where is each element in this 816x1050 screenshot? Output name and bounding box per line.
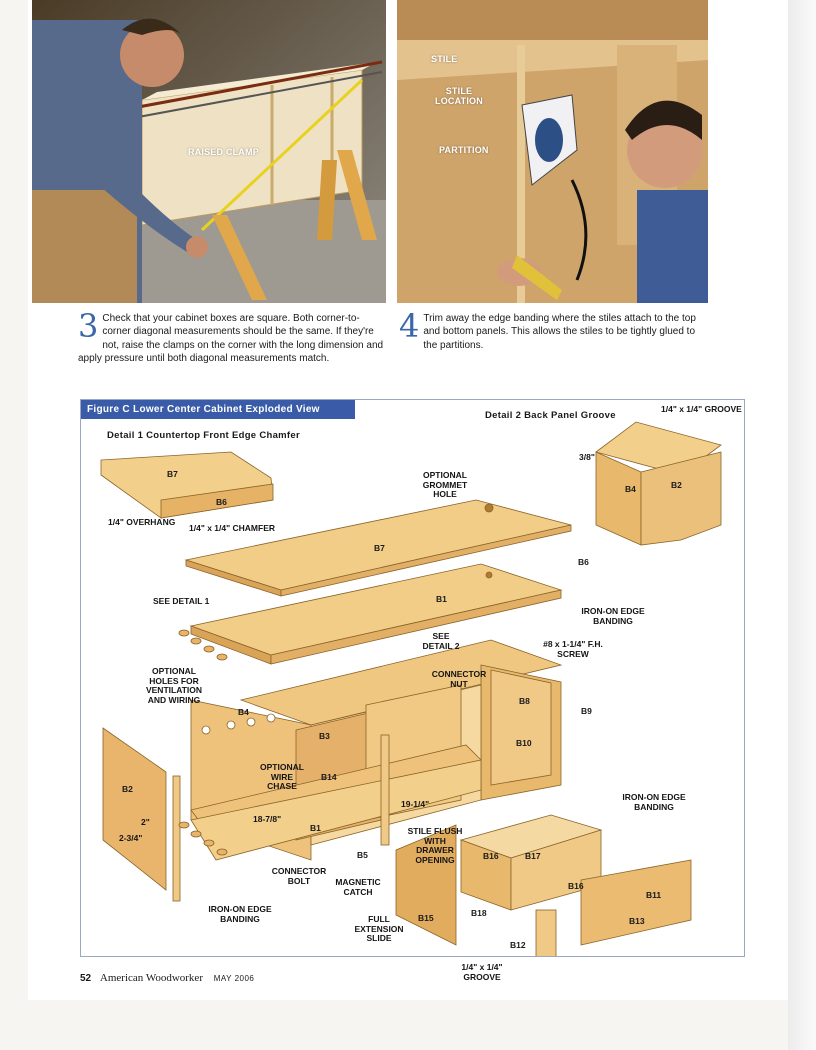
page-edge (788, 0, 816, 1050)
label-full-slide: FULL EXTENSION SLIDE (354, 914, 404, 943)
magazine-name: American Woodworker (99, 972, 203, 984)
label-b1-bottom: B1 (310, 823, 321, 833)
label-b16a: B16 (483, 851, 499, 861)
label-d1-b7: B7 (167, 469, 178, 479)
label-screw: #8 x 1-1/4" F.H. SCREW (543, 639, 603, 659)
detail-2-title: Detail 2 Back Panel Groove (485, 410, 616, 421)
issue-date: MAY 2006 (213, 974, 255, 983)
label-b14: B14 (321, 772, 337, 782)
label-iron-on-1: IRON-ON EDGE BANDING (581, 606, 645, 626)
label-connector-nut: CONNECTOR NUT (431, 669, 487, 689)
label-stile-flush: STILE FLUSH WITH DRAWER OPENING (407, 826, 463, 865)
label-see-detail-1: SEE DETAIL 1 (153, 596, 210, 606)
label-dim-2-3-4: 2-3/4" (119, 833, 143, 843)
callout-stile: STILE (431, 54, 458, 64)
label-b3: B3 (319, 731, 330, 741)
label-wire-chase: OPTIONAL WIRE CHASE (260, 762, 304, 791)
label-bottom-groove: 1/4" x 1/4" GROOVE (461, 962, 503, 982)
page-number: 52 (80, 973, 92, 984)
label-dim-19-1-4: 19-1/4" (401, 799, 430, 809)
label-b17: B17 (525, 851, 541, 861)
label-b18: B18 (471, 908, 487, 918)
label-d1-b6: B6 (216, 497, 227, 507)
step-4-text: Trim away the edge banding where the sti… (423, 313, 696, 351)
label-b8: B8 (519, 696, 530, 706)
step-3: 3 Check that your cabinet boxes are squa… (78, 307, 384, 366)
label-b1-top: B1 (436, 594, 447, 604)
photo-squaring-cabinet (32, 0, 386, 303)
label-iron-on-2: IRON-ON EDGE BANDING (622, 792, 686, 812)
label-see-detail-2: SEE DETAIL 2 (422, 631, 460, 651)
callout-raised-clamp: RAISED CLAMP (188, 147, 259, 157)
label-b10: B10 (516, 738, 532, 748)
label-d2-b2: B2 (671, 480, 682, 490)
label-b9: B9 (581, 706, 592, 716)
label-b16b: B16 (568, 881, 584, 891)
label-chamfer: 1/4" x 1/4" CHAMFER (189, 523, 276, 533)
label-d2-b4: B4 (625, 484, 636, 494)
label-magnetic-catch: MAGNETIC CATCH (335, 877, 381, 897)
step-3-number: 3 (78, 307, 99, 345)
step-4: 4 Trim away the edge banding where the s… (399, 307, 699, 352)
label-b7: B7 (374, 543, 385, 553)
label-b13: B13 (629, 916, 645, 926)
callout-stile-location: STILE LOCATION (435, 86, 483, 106)
label-vent-holes: OPTIONAL HOLES FOR VENTILATION AND WIRIN… (145, 666, 203, 705)
step-3-text: Check that your cabinet boxes are square… (78, 313, 384, 365)
label-b4: B4 (238, 707, 249, 717)
page-footer: 52 American Woodworker MAY 2006 (80, 972, 254, 984)
label-d2-groove: 1/4" x 1/4" GROOVE (661, 404, 742, 414)
label-connector-bolt: CONNECTOR BOLT (271, 866, 327, 886)
label-b6: B6 (578, 557, 589, 567)
callout-partition: PARTITION (439, 145, 489, 155)
photo-trim-edge-banding (397, 0, 708, 303)
label-b5: B5 (357, 850, 368, 860)
label-iron-on-3: IRON-ON EDGE BANDING (208, 904, 272, 924)
exploded-view-drawing (100, 421, 722, 956)
figure-title: Figure C Lower Center Cabinet Exploded V… (81, 400, 355, 419)
label-b11: B11 (646, 890, 662, 900)
detail-1-title: Detail 1 Countertop Front Edge Chamfer (107, 430, 300, 441)
label-dim-2: 2" (141, 817, 150, 827)
label-b15: B15 (418, 913, 434, 923)
label-b2: B2 (122, 784, 133, 794)
label-d2-3-8: 3/8" (579, 452, 595, 462)
label-grommet-hole: OPTIONAL GROMMET HOLE (422, 470, 468, 499)
label-dim-18-7-8: 18-7/8" (253, 814, 282, 824)
label-b12: B12 (510, 940, 526, 950)
figure-c: Figure C Lower Center Cabinet Exploded V… (80, 399, 745, 957)
label-overhang: 1/4" OVERHANG (108, 517, 176, 527)
step-4-number: 4 (399, 307, 420, 345)
